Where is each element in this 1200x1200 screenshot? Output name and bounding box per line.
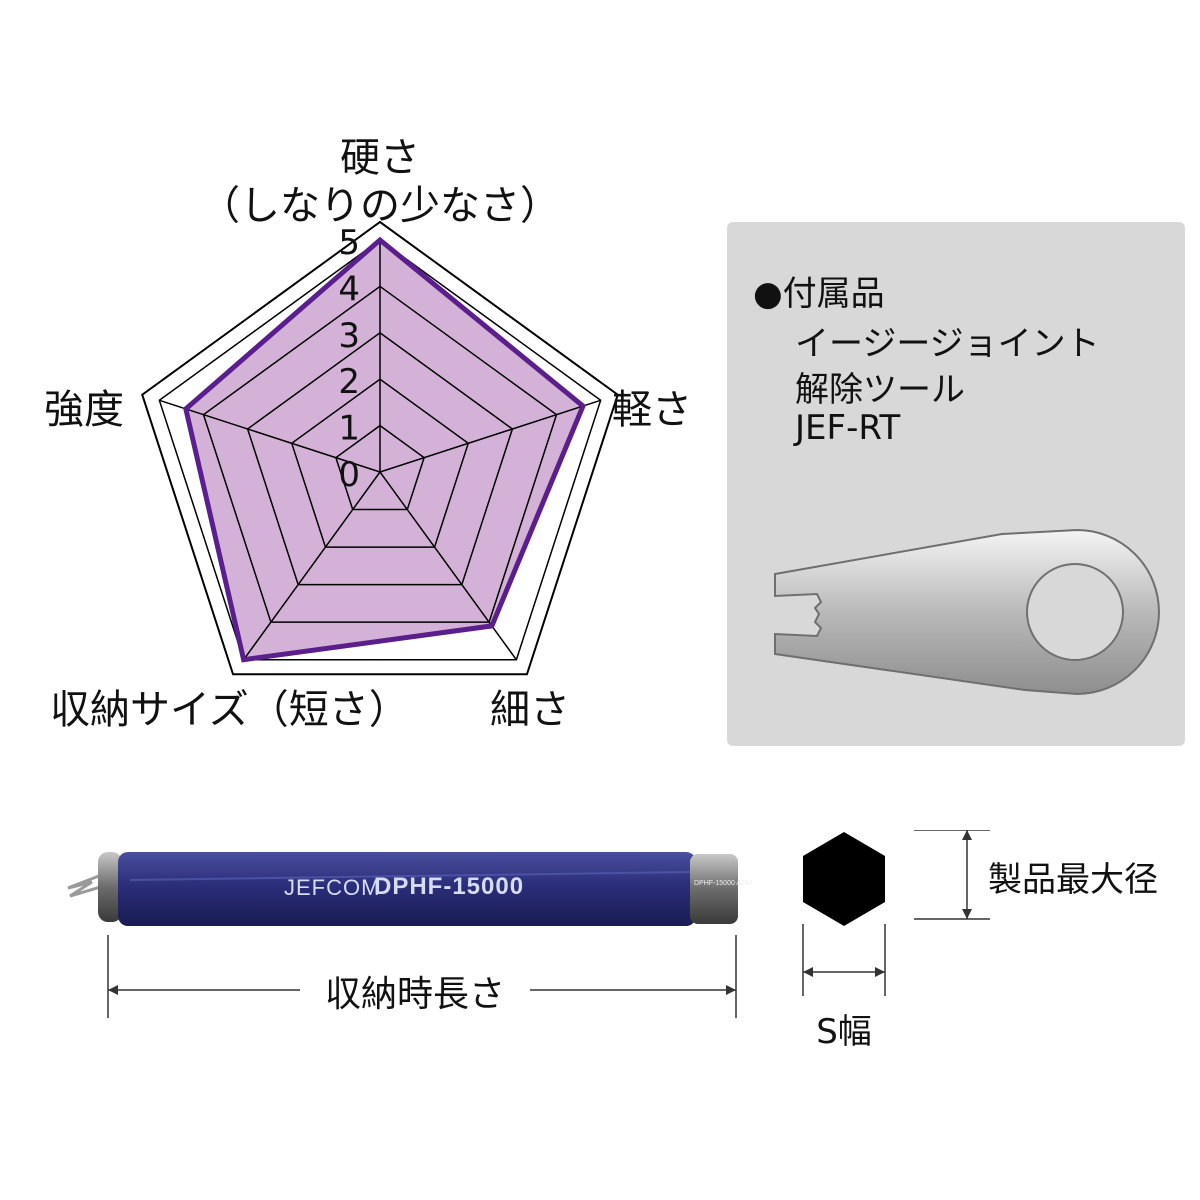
pen-tip-wire [67, 872, 105, 898]
pen-body-facet [129, 871, 691, 881]
pen-model-text: DPHF-15000 [374, 873, 525, 900]
radar-spoke [379, 471, 517, 661]
radar-tick-label: 0 [338, 455, 360, 495]
max-diameter-label: 製品最大径 [988, 860, 1158, 900]
pen-cap-text: DPHF-15000 ADM [694, 880, 752, 887]
radar-grid-ring [334, 424, 426, 511]
radar-tick-label: 2 [338, 362, 360, 402]
radar-data-area [185, 240, 583, 660]
radar-grid-ring [246, 331, 514, 586]
radar-tick-label: 3 [338, 316, 360, 356]
radar-spoke [159, 399, 381, 473]
accessory-panel: ●付属品 イージージョイント 解除ツール JEF-RT [727, 222, 1185, 746]
accessory-item: イージージョイント [795, 324, 1100, 364]
radar-tick-label: 1 [338, 409, 360, 449]
radar-data-outline [183, 236, 587, 663]
axis-label-strength: 強度 [44, 387, 124, 433]
accessory-title: ●付属品 [753, 274, 885, 314]
radar-grid-ring [202, 285, 558, 623]
radar-chart: 0 1 2 3 4 5 [141, 220, 619, 676]
radar-grid-ring [158, 239, 602, 661]
pen-left-cap [98, 852, 122, 922]
radar-tick-label: 4 [338, 269, 360, 309]
pen-body [118, 852, 696, 926]
pen-right-cap [690, 854, 738, 924]
release-tool-image [774, 528, 1160, 696]
s-width-label: S幅 [816, 1012, 872, 1052]
axis-label-hardness-line1: 硬さ [340, 135, 420, 181]
accessory-item: JEF-RT [795, 408, 901, 448]
radar-tick-label: 5 [338, 223, 360, 263]
radar-grid-ring [290, 378, 470, 548]
axis-label-hardness: 硬さ （しなりの少なさ） [190, 134, 570, 230]
stored-length-label: 収納時長さ [300, 965, 530, 1017]
hexagon-cross-section [803, 832, 885, 926]
radar-outer-frame [141, 220, 619, 676]
accessory-item: 解除ツール [795, 370, 965, 410]
axis-label-lightness: 軽さ [612, 387, 692, 433]
axis-label-thinness: 細さ [490, 687, 570, 733]
axis-label-storage-size: 収納サイズ（短さ） [50, 687, 409, 733]
pen-brand-text: JEFCOM [284, 875, 381, 900]
product-dimension-drawing [67, 830, 990, 1018]
axis-label-hardness-line2: （しなりの少なさ） [200, 183, 560, 229]
radar-spoke [379, 399, 601, 473]
radar-spoke [243, 471, 381, 661]
